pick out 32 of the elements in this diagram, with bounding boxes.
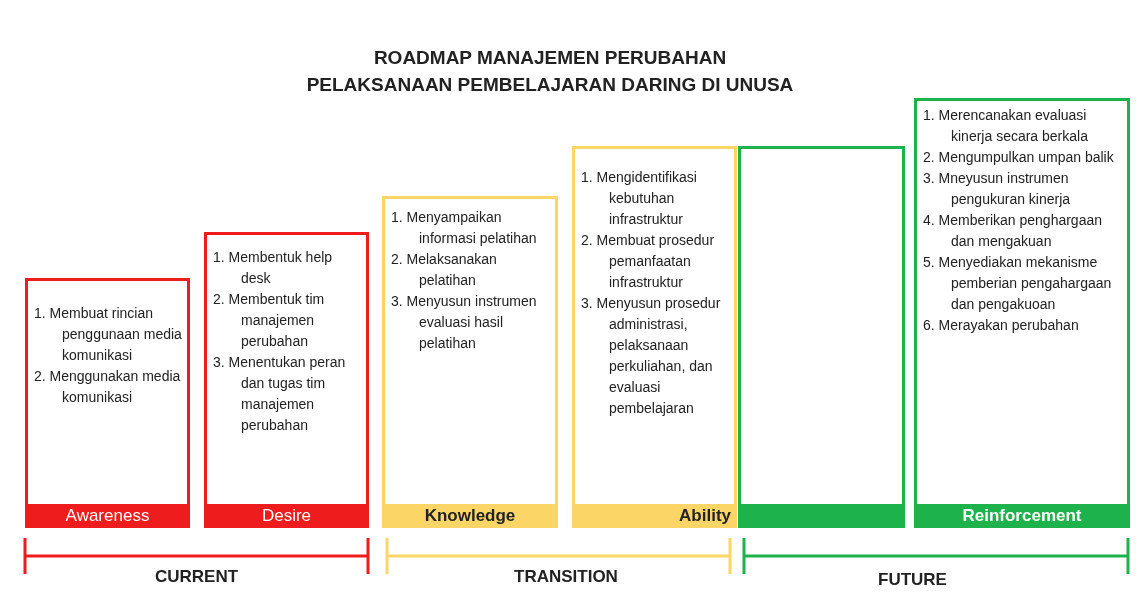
list-item: 2. Menggunakan media komunikasi: [34, 367, 182, 407]
diagram-title: ROADMAP MANAJEMEN PERUBAHAN PELAKSANAAN PEMBELAJARAN DARING DI UNUSA: [305, 46, 795, 97]
list-item: 5. Menyediakan mekanisme pemberian pengahargaan dan pengakuoan: [923, 253, 1113, 314]
list-item: 4. Memberikan penghargaan dan mengakuan: [923, 211, 1103, 251]
phase-label: CURRENT: [155, 567, 239, 587]
stage-box: [382, 196, 558, 528]
stage-box: [204, 232, 369, 528]
stage-box: [572, 146, 737, 528]
list-item: 1. Mengidentifikasi kebutuhan infrastruktur: [581, 168, 698, 229]
list-item: 1. Membuat rincian penggunaan media komunikasi: [34, 304, 183, 365]
stage-label-bar: Awareness: [25, 504, 190, 528]
list-item: 1. Menyampaikan informasi pelatihan: [391, 208, 538, 248]
list-item: 2. Melaksanakan pelatihan: [391, 250, 498, 290]
stage-label-bar: Ability: [572, 504, 737, 528]
phase-label: TRANSITION: [514, 567, 618, 587]
list-item: 3. Menyusun instrumen evaluasi hasil pelatihan: [391, 292, 538, 353]
stage-box: [25, 278, 190, 528]
stage-box: [914, 98, 1130, 528]
phase-label: FUTURE: [878, 570, 947, 590]
list-item: 3. Menentukan peran dan tugas tim manajemen perubahan: [213, 353, 347, 435]
stage-box: [738, 146, 905, 528]
list-item: 1. Membentuk help desk: [213, 248, 334, 288]
stage-label-bar: Desire: [204, 504, 369, 528]
list-item: 6. Merayakan perubahan: [923, 316, 1080, 335]
list-item: 2. Membuat prosedur pemanfaatan infrastruktur: [581, 231, 716, 292]
list-item: 3. Mneyusun instrumen pengukuran kinerja: [923, 169, 1072, 209]
list-item: 1. Merencanakan evaluasi kinerja secara berkala: [923, 106, 1089, 146]
stage-label-bar: Knowledge: [382, 504, 558, 528]
list-item: 2. Mengumpulkan umpan balik: [923, 148, 1115, 167]
list-item: 3. Menyusun prosedur administrasi, pelaksanaan perkuliahan, dan evaluasi pembelajaran: [581, 294, 722, 418]
list-item: 2. Membentuk tim manajemen perubahan: [213, 290, 326, 351]
stage-label-bar: Reinforcement: [914, 504, 1130, 528]
